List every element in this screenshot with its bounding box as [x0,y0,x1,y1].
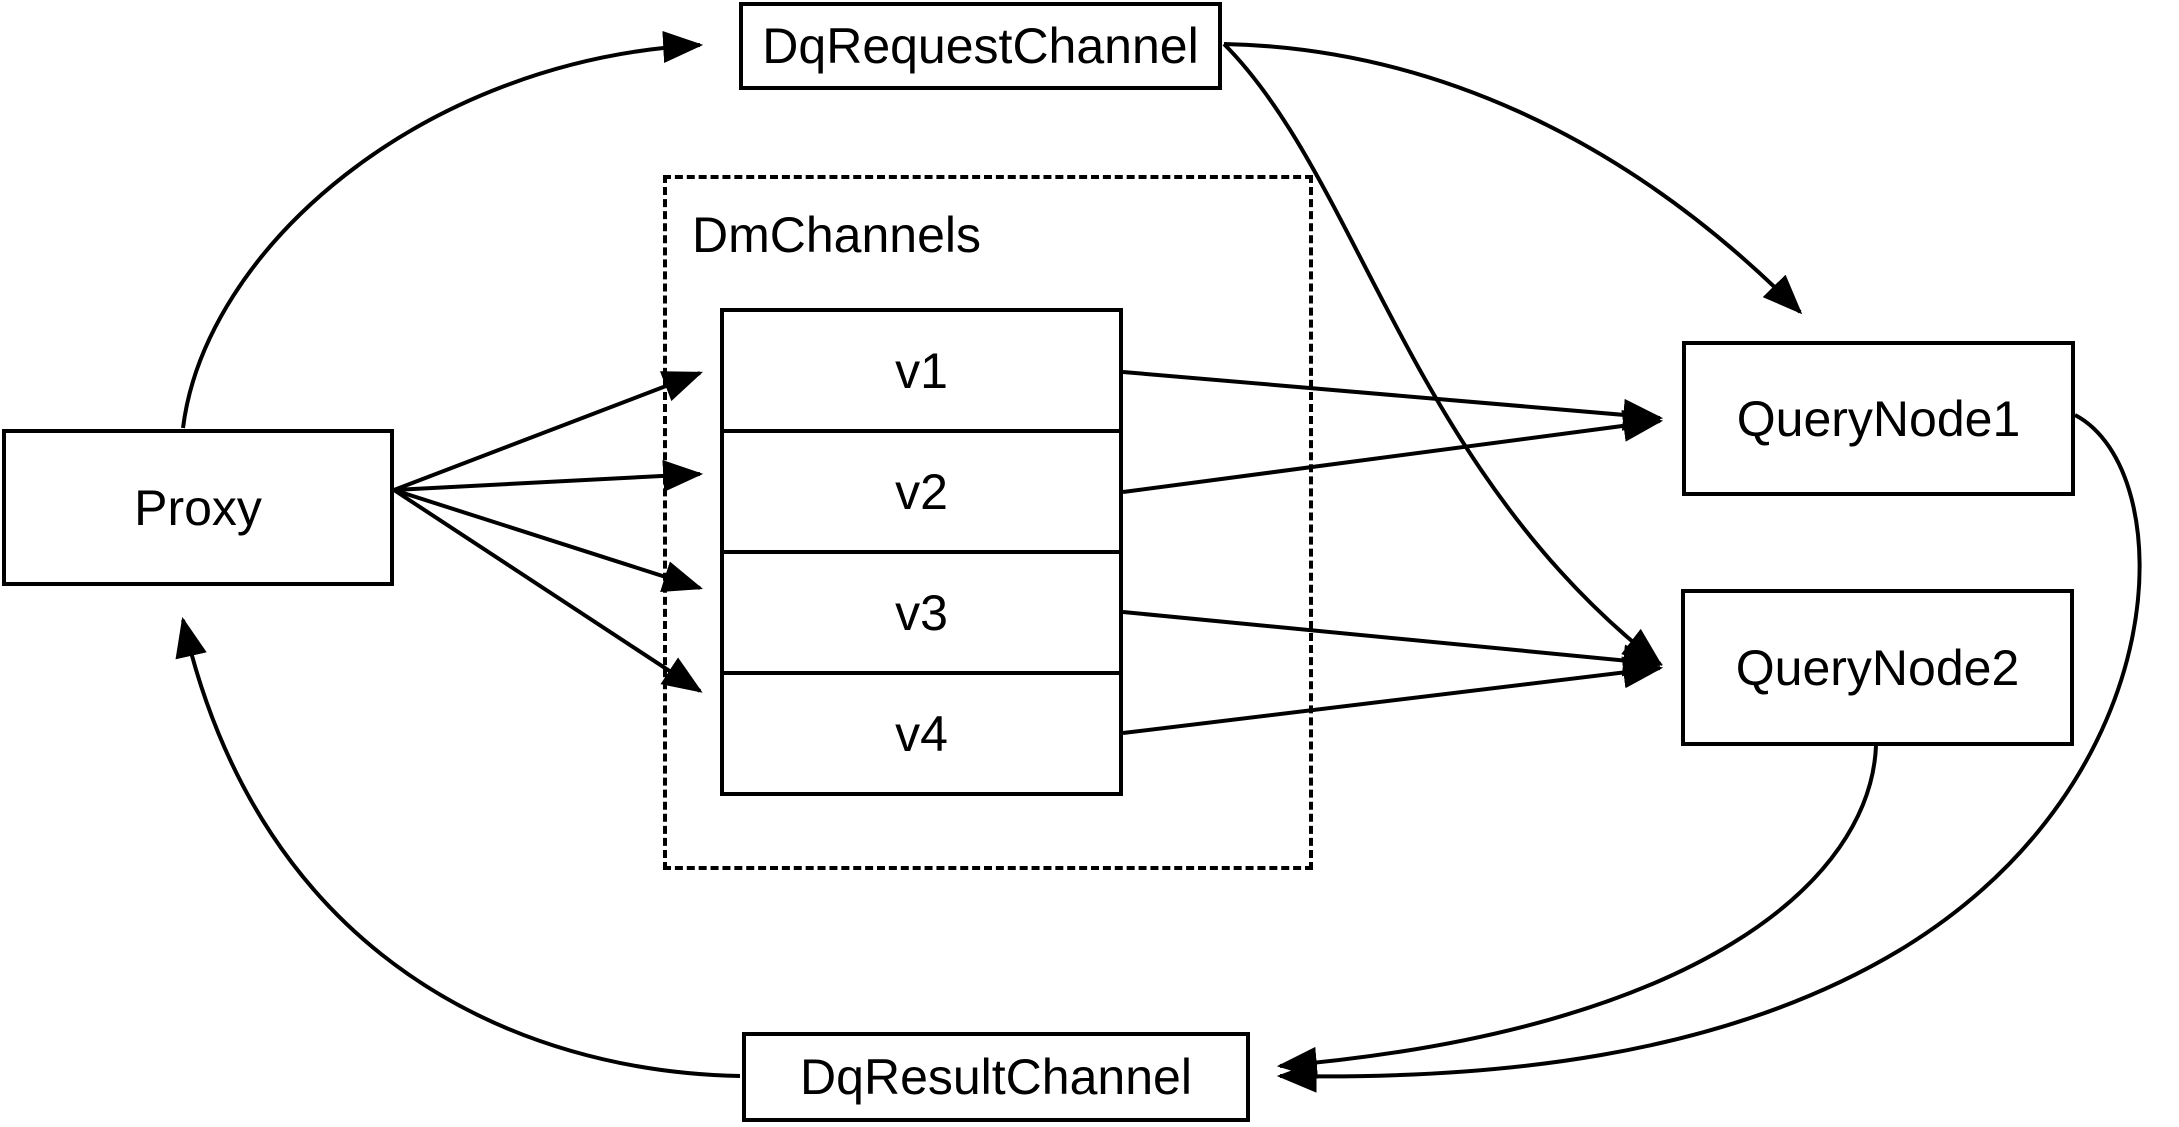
edge-querynode1-to-dqresultchannel [1276,413,2142,1093]
channel-row-label: v4 [895,705,948,762]
edge-proxy-to-dqrequestchannel [181,31,704,429]
table-row[interactable]: v1 [724,312,1119,433]
edge-proxy-to-v1 [393,371,703,492]
edge-v4-to-querynode2 [1122,656,1664,735]
node-query-node-1-label: QueryNode1 [1736,390,2021,447]
node-proxy-label: Proxy [134,479,262,536]
edge-v1-to-querynode1 [1122,370,1664,431]
node-dq-result-channel-label: DqResultChannel [800,1049,1192,1105]
channel-row-label: v2 [895,463,948,520]
edge-dqresultchannel-to-proxy [175,616,741,1078]
edge-dqrequestchannel-to-querynode1 [1223,42,1803,315]
group-dm-channels [663,175,1313,870]
table-row[interactable]: v3 [724,554,1119,675]
table-row[interactable]: v4 [724,675,1119,792]
edge-dqrequestchannel-to-querynode2 [1222,42,1663,666]
dm-channels-table: v1 v2 v3 v4 [720,308,1123,796]
table-row[interactable]: v2 [724,433,1119,554]
edge-querynode2-to-dqresultchannel [1276,745,1878,1079]
channel-row-label: v3 [895,584,948,641]
edge-proxy-to-v2 [393,459,704,492]
channel-row-label: v1 [895,342,948,399]
node-proxy[interactable]: Proxy [2,429,394,586]
node-query-node-2-label: QueryNode2 [1735,639,2020,696]
node-dq-request-channel[interactable]: DqRequestChannel [739,2,1222,90]
edge-v2-to-querynode1 [1122,409,1664,494]
edge-v3-to-querynode2 [1122,610,1664,677]
node-query-node-2[interactable]: QueryNode2 [1681,589,2074,746]
node-dq-request-channel-label: DqRequestChannel [762,18,1199,74]
edge-proxy-to-v4 [392,488,703,693]
group-dm-channels-label: DmChannels [692,207,982,263]
node-query-node-1[interactable]: QueryNode1 [1682,341,2075,496]
node-dq-result-channel[interactable]: DqResultChannel [742,1032,1250,1122]
edge-proxy-to-v3 [393,488,704,593]
